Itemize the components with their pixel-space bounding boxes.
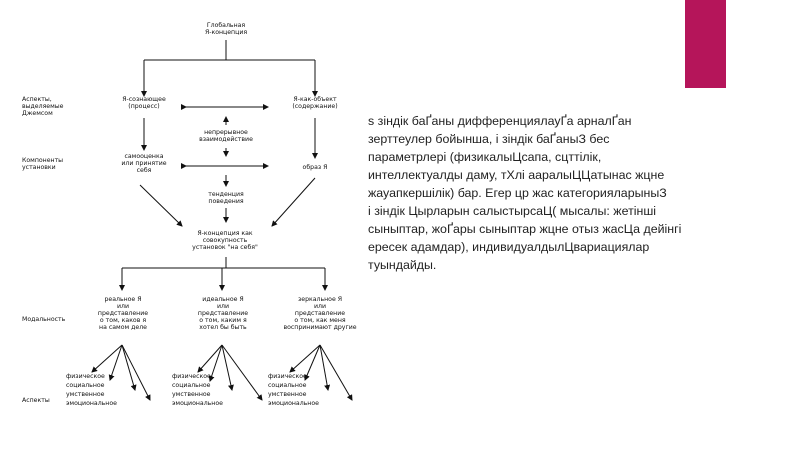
behavior-label: тенденция поведения: [208, 191, 244, 205]
aspect-list-real: физическое социальное умственное эмоцион…: [66, 373, 117, 407]
self-object-label: Я-как-объект (содержание): [292, 96, 338, 110]
concept-set-label: Я-концепция как совокупность установок "…: [192, 230, 258, 251]
interaction-label: непрерывное взаимодействие: [199, 129, 253, 143]
accent-bar: [685, 0, 726, 88]
ideal-self-label: идеальное Я или представление о том, как…: [197, 296, 249, 331]
mirror-self-label: зеркальное Я или представление о том, ка…: [283, 296, 357, 331]
left-label-aspects: Аспекты, выделяемые Джемсом: [22, 96, 64, 117]
left-label-modality: Модальность: [22, 316, 66, 323]
left-label-components: Компоненты установки: [22, 157, 64, 171]
aspect-list-ideal: физическое социальное умственное эмоцион…: [172, 373, 223, 407]
slide-paragraph: s зiндiк баҐаны дифференциялауҐа арналҐа…: [368, 114, 682, 272]
left-label-aspects-bottom: Аспекты: [22, 397, 50, 404]
real-self-label: реальное Я или представление о том, како…: [97, 296, 149, 331]
self-concept-diagram: Глобальная Я-концепция Аспекты, выделяем…: [0, 0, 380, 449]
global-self-concept-label: Глобальная Я-концепция: [204, 22, 248, 36]
self-process-label: Я-сознающее (процесс): [122, 96, 166, 110]
self-image-label: образ Я: [302, 164, 328, 171]
diagram-lines: [91, 40, 353, 401]
aspect-list-mirror: физическое социальное умственное эмоцион…: [268, 373, 319, 407]
self-esteem-label: самооценка или принятие себя: [121, 153, 167, 174]
